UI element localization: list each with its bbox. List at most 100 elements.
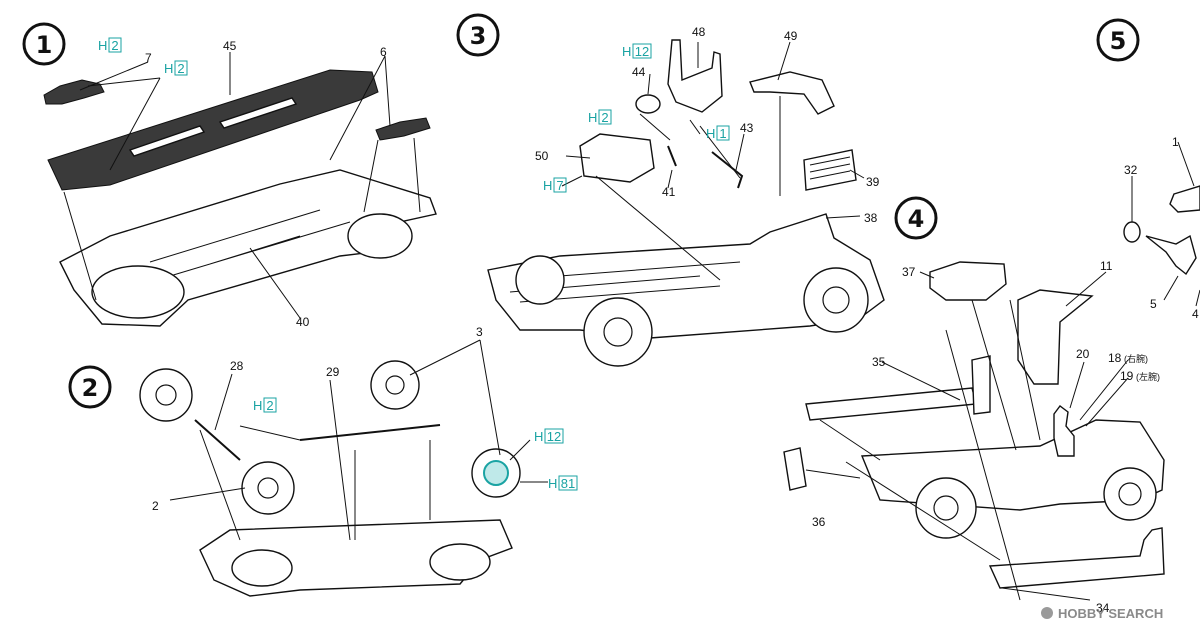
label-part-41: 41 <box>662 185 676 199</box>
step-1-number: 1 <box>36 31 53 59</box>
sprue-num: 2 <box>177 61 184 76</box>
part-41-43-levers <box>667 145 744 189</box>
label-part-3: 3 <box>476 325 483 339</box>
step-3-number: 3 <box>470 22 487 50</box>
step-3-leader-lines <box>561 41 865 281</box>
label-part-32: 32 <box>1124 163 1138 177</box>
step-1-leader-lines <box>63 52 421 319</box>
label-part-36: 36 <box>812 515 826 529</box>
part-5-bracket <box>1145 234 1197 276</box>
annotation-right-arm: (右腕) <box>1124 353 1148 364</box>
label-part-44: 44 <box>632 65 646 79</box>
watermark-text: HOBBY SEARCH <box>1058 606 1163 621</box>
label-part-49: 49 <box>784 29 798 43</box>
sprue-box <box>716 125 730 141</box>
floor-ribs <box>149 209 351 277</box>
sprue-num: 12 <box>635 44 649 59</box>
label-part-20: 20 <box>1076 347 1090 361</box>
rear-gate <box>971 355 991 415</box>
sprue-box <box>553 177 567 193</box>
sprue-code-h12: H <box>534 429 543 444</box>
fender-arch <box>429 543 491 581</box>
label-part-19: 19 <box>1120 369 1134 383</box>
annotation-left-arm: (左腕) <box>1136 371 1160 382</box>
axle-shafts <box>194 419 441 461</box>
step-5-part-1 <box>1169 185 1200 213</box>
part-37-bracket <box>929 261 1007 301</box>
sprue-num: 2 <box>266 398 273 413</box>
label-part-48: 48 <box>692 25 706 39</box>
label-part-40: 40 <box>296 315 310 329</box>
sprue-num: 2 <box>111 38 118 53</box>
hub <box>385 375 405 395</box>
hub-highlight <box>483 460 509 486</box>
part-32-mirror <box>1123 221 1141 243</box>
sprue-num: 1 <box>719 126 726 141</box>
part-44-steering-wheel <box>635 94 661 114</box>
part-50-seat-box <box>579 133 655 183</box>
sprue-box <box>558 475 578 491</box>
label-part-2: 2 <box>152 499 159 513</box>
step-2-number: 2 <box>82 374 99 402</box>
label-part-6: 6 <box>380 45 387 59</box>
step-4-number: 4 <box>908 205 925 233</box>
label-part-28: 28 <box>230 359 244 373</box>
sprue-code-h2-d: H <box>588 110 597 125</box>
step-1-frame-assembly <box>43 52 437 327</box>
sprue-code-h1: H <box>706 126 715 141</box>
step-5-leader-lines <box>1131 141 1200 307</box>
part-39-grille-panel <box>803 149 857 191</box>
label-part-50: 50 <box>535 149 549 163</box>
sprue-num: 7 <box>556 178 563 193</box>
grille-slats <box>809 156 851 180</box>
step-3-marker: 3 <box>456 13 500 57</box>
part-20-driver-figure <box>1053 405 1075 457</box>
label-part-37: 37 <box>902 265 916 279</box>
fender-arch <box>231 549 293 587</box>
step-1-marker: 1 <box>22 22 66 66</box>
sprue-num: 12 <box>547 429 561 444</box>
part-36-plate <box>783 447 807 491</box>
label-part-11: 11 <box>1100 259 1113 273</box>
sprue-box <box>632 43 652 59</box>
part-45-ladder-frame <box>47 69 379 191</box>
frame-window-2 <box>128 125 206 157</box>
hub <box>822 286 850 314</box>
step-5-number: 5 <box>1110 27 1127 55</box>
hub <box>155 384 177 406</box>
label-part-29: 29 <box>326 365 340 379</box>
label-part-38: 38 <box>864 211 878 225</box>
label-part-43: 43 <box>740 121 754 135</box>
step-5-marker: 5 <box>1096 18 1140 62</box>
label-part-5: 5 <box>1150 297 1157 311</box>
sprue-code-h2-a: H <box>98 38 107 53</box>
step-3-far-wheel <box>515 255 565 305</box>
watermark-logo-icon <box>1041 607 1053 619</box>
hub <box>933 495 959 521</box>
hobby-search-watermark: HOBBY SEARCH <box>1041 606 1163 621</box>
label-part-7: 7 <box>145 51 152 65</box>
part-34-side-rail <box>988 527 1165 589</box>
label-part-4-edge: 4 <box>1192 307 1199 321</box>
sprue-num: 2 <box>601 110 608 125</box>
fender-arch-front <box>91 265 185 319</box>
label-part-39: 39 <box>866 175 880 189</box>
step-5-partial-assembly <box>1123 141 1200 307</box>
label-part-18: 18 <box>1108 351 1122 365</box>
sprue-code-h12-b: H <box>622 44 631 59</box>
sprue-code-h2-b: H <box>164 61 173 76</box>
part-48-seat <box>667 39 723 113</box>
label-part-1: 1 <box>1172 135 1179 149</box>
sprue-box <box>174 60 188 76</box>
step-2-marker: 2 <box>68 365 112 409</box>
step-3-cab-assembly <box>487 39 885 367</box>
step-4-body-assembly <box>783 261 1165 601</box>
sprue-num: 81 <box>561 476 575 491</box>
label-part-35: 35 <box>872 355 886 369</box>
step-4-leader-lines <box>805 271 1129 601</box>
label-part-34: 34 <box>1096 601 1110 615</box>
sprue-box <box>598 109 612 125</box>
sprue-code-h7: H <box>543 178 552 193</box>
sprue-box <box>108 37 122 53</box>
